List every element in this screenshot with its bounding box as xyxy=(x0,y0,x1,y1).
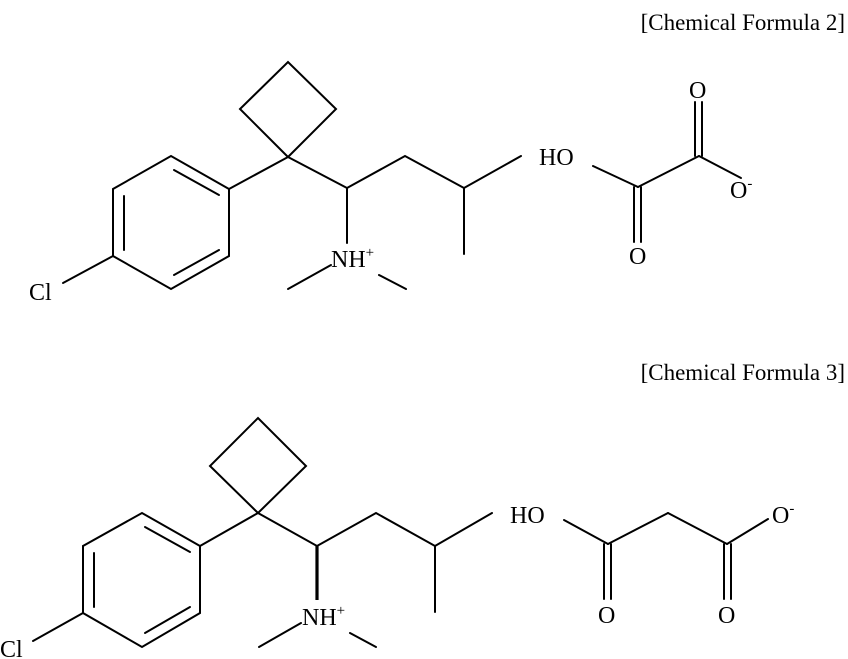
bond xyxy=(200,513,258,546)
oxygen-label: O xyxy=(689,78,706,104)
cyclobutane-ring xyxy=(210,418,306,513)
oxygen-label: O xyxy=(718,603,735,629)
nh-text: NH xyxy=(302,605,337,631)
bond xyxy=(288,265,331,289)
bond xyxy=(593,166,638,187)
formula-2-caption: [Chemical Formula 2] xyxy=(641,10,845,35)
alkyl-chain xyxy=(258,513,492,546)
oxalate-anion-structure: HO O O O- xyxy=(539,78,752,270)
aromatic-double-bond xyxy=(145,607,190,633)
bond xyxy=(259,623,301,647)
positive-charge: + xyxy=(337,603,345,619)
oxygen-label: O xyxy=(629,244,646,270)
bond xyxy=(229,157,288,189)
negative-charge: - xyxy=(789,501,794,517)
bond xyxy=(668,513,727,544)
bond xyxy=(638,156,699,187)
formula-3: [Chemical Formula 3] Cl NH+ HO xyxy=(0,360,845,659)
bond xyxy=(727,519,768,544)
ammonium-label: NH+ xyxy=(331,245,374,273)
malonate-anion-structure: HO O O O- xyxy=(510,501,794,629)
bond xyxy=(608,513,668,544)
bond xyxy=(350,633,376,647)
sibutramine-cation-structure: Cl NH+ xyxy=(0,418,492,659)
bond xyxy=(379,275,406,289)
oxygen-label: O xyxy=(598,603,615,629)
negative-charge: - xyxy=(747,176,752,192)
hydroxyl-label: HO xyxy=(510,503,545,529)
cyclobutane-ring xyxy=(240,62,336,157)
alkyl-chain xyxy=(288,156,521,188)
bond xyxy=(33,613,83,641)
bond xyxy=(63,256,113,283)
sibutramine-cation-structure: Cl NH+ xyxy=(29,62,521,306)
aromatic-double-bond xyxy=(174,170,219,195)
chlorine-atom-label: Cl xyxy=(0,637,23,659)
oxygen-anion-label: O xyxy=(772,503,789,529)
bond xyxy=(699,156,741,178)
ammonium-label: NH+ xyxy=(302,603,345,631)
benzene-ring xyxy=(83,513,200,647)
aromatic-double-bond xyxy=(174,250,219,275)
nh-text: NH xyxy=(331,247,366,273)
formula-2: [Chemical Formula 2] Cl NH+ HO xyxy=(29,10,845,306)
aromatic-double-bond xyxy=(145,527,190,552)
oxygen-anion-label: O xyxy=(730,178,747,204)
svg-text:O-: O- xyxy=(772,501,794,529)
hydroxyl-label: HO xyxy=(539,145,574,171)
chlorine-atom-label: Cl xyxy=(29,280,52,306)
formula-3-caption: [Chemical Formula 3] xyxy=(641,360,845,385)
benzene-ring xyxy=(113,156,229,289)
bond xyxy=(564,520,608,544)
svg-text:O-: O- xyxy=(730,176,752,204)
positive-charge: + xyxy=(366,245,374,261)
